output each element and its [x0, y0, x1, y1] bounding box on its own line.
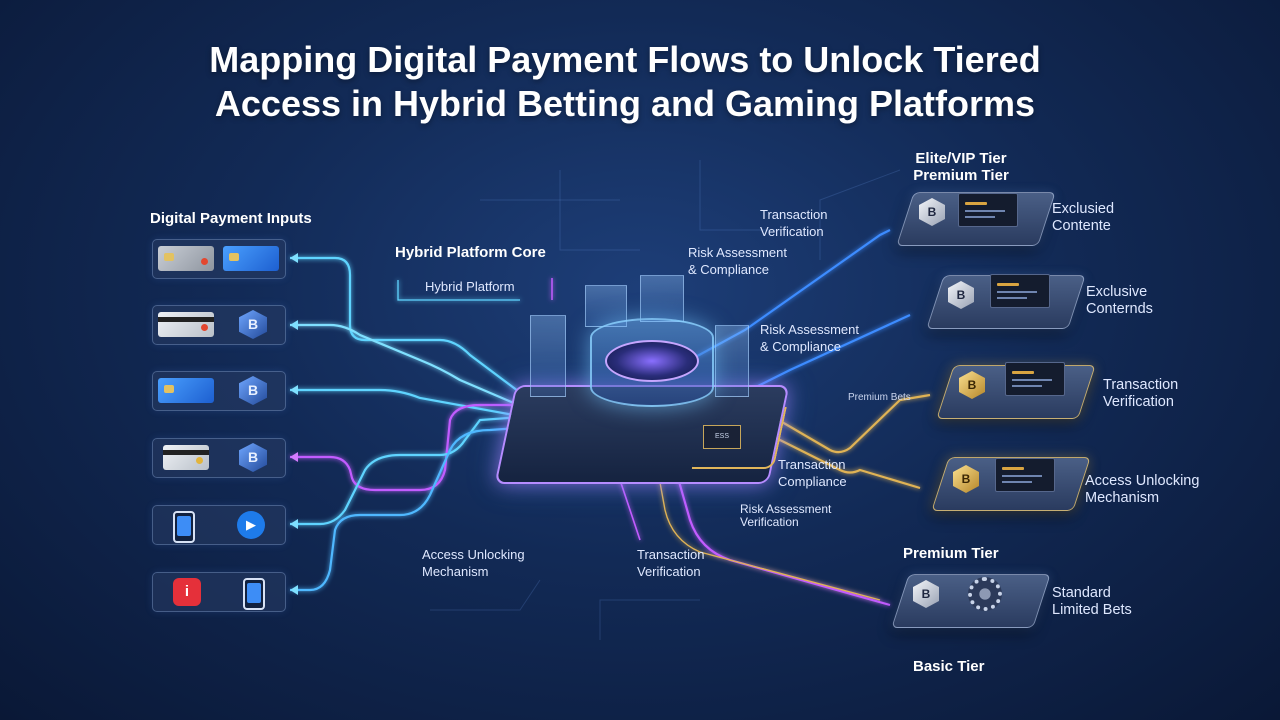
flow-core-tier-1 — [689, 229, 891, 361]
arrow-input-3 — [290, 385, 298, 395]
flow-core-bottom — [619, 479, 641, 541]
flow-core-tier-5b — [654, 454, 881, 601]
label-premium-bets: Premium Bets — [848, 392, 911, 403]
payment-input-2[interactable]: B — [152, 305, 286, 345]
flow-core-label-link-2 — [397, 280, 520, 301]
flow-input-3 — [290, 388, 531, 420]
arrow-input-1 — [290, 253, 298, 263]
flow-input-2 — [290, 323, 531, 412]
arrow-input-5 — [290, 519, 298, 529]
credit-card-icon — [158, 246, 214, 271]
bitcoin-icon: B — [239, 376, 267, 405]
core-subheading: Hybrid Platform — [425, 279, 515, 294]
tier-heading-premium: Premium Tier — [903, 545, 999, 562]
glass-panel — [530, 315, 566, 397]
arrow-input-2 — [290, 320, 298, 330]
dashboard-screen — [990, 274, 1050, 308]
platform-core-orb — [605, 340, 699, 382]
title-line-1: Mapping Digital Payment Flows to Unlock … — [209, 39, 1041, 80]
title-line-2: Access in Hybrid Betting and Gaming Plat… — [214, 83, 1036, 124]
flow-input-1 — [290, 256, 531, 401]
play-app-icon: ▶ — [237, 511, 265, 539]
gear-icon — [968, 577, 1002, 611]
core-heading: Hybrid Platform Core — [395, 244, 546, 261]
tier-heading-basic: Basic Tier — [913, 658, 985, 675]
dashboard-screen — [1005, 362, 1065, 396]
flow-core-tier-3 — [769, 393, 931, 454]
arrow-input-4 — [290, 452, 298, 462]
flow-input-4 — [290, 403, 540, 492]
arrow-input-6 — [290, 585, 298, 595]
bitcoin-icon: B — [239, 310, 267, 339]
payment-input-6[interactable]: i — [152, 572, 286, 612]
payment-input-3[interactable]: B — [152, 371, 286, 411]
payment-input-1[interactable] — [152, 239, 286, 279]
bitcoin-icon: B — [913, 580, 939, 608]
glass-panel — [715, 325, 749, 397]
glass-panel — [585, 285, 627, 327]
core-chip: ESS — [703, 425, 741, 449]
label-risk-assessment-top: Risk Assessment& Compliance — [688, 245, 787, 277]
payment-input-5[interactable]: ▶ — [152, 505, 286, 545]
credit-card-icon — [223, 246, 279, 271]
dashboard-screen — [995, 458, 1055, 492]
flow-core-tier-4 — [759, 429, 921, 490]
flow-input-6 — [290, 423, 561, 592]
bitcoin-icon: B — [239, 443, 267, 472]
page-title: Mapping Digital Payment Flows to Unlock … — [0, 38, 1250, 126]
label-risk-assessment-mid: Risk Assessment& Compliance — [760, 322, 859, 354]
inputs-heading: Digital Payment Inputs — [150, 210, 312, 227]
mobile-phone-icon — [243, 578, 265, 610]
glass-panel — [640, 275, 684, 322]
credit-card-icon — [158, 312, 214, 337]
flow-input-5 — [290, 413, 551, 526]
credit-card-icon — [158, 378, 214, 403]
credit-card-icon — [163, 445, 209, 470]
payment-input-4[interactable]: B — [152, 438, 286, 478]
mobile-wallet-icon: i — [173, 578, 201, 606]
mobile-phone-icon — [173, 511, 195, 543]
dashboard-screen — [958, 193, 1018, 227]
